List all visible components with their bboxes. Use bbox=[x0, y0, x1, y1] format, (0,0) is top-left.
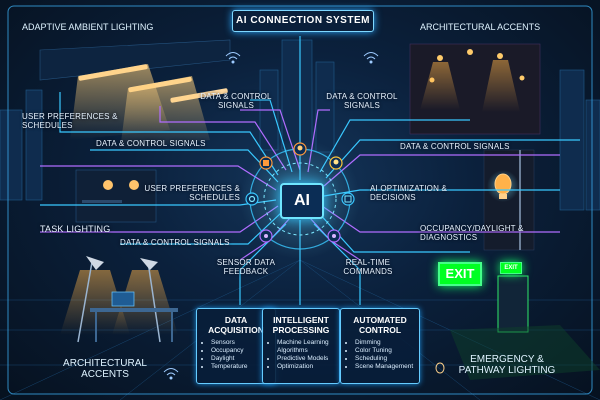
adaptive-ambient-lighting-title: ADAPTIVE AMBIENT LIGHTING bbox=[22, 22, 154, 32]
lightbulb-icon bbox=[487, 170, 519, 202]
list-item: Temperature bbox=[211, 363, 275, 371]
box-title: AUTOMATED CONTROL bbox=[353, 315, 407, 335]
box-intelligent-processing: INTELLIGENT PROCESSING Machine Learning … bbox=[262, 308, 340, 384]
lightbulb-node-icon bbox=[293, 142, 307, 156]
wifi-icon bbox=[163, 368, 179, 380]
wave-node-icon bbox=[327, 229, 341, 243]
box-title: DATA ACQUISITION bbox=[208, 315, 264, 335]
list-item: Occupancy bbox=[211, 347, 275, 355]
list-item: Color Tuning bbox=[355, 347, 419, 355]
label-user-preferences-2: USER PREFERENCES & SCHEDULES bbox=[144, 184, 240, 202]
label-data-control-1: DATA & CONTROL SIGNALS bbox=[200, 92, 272, 110]
label-data-control-right: DATA & CONTROL SIGNALS bbox=[400, 142, 510, 151]
chip-node-icon bbox=[341, 192, 355, 206]
outer-frame bbox=[7, 5, 593, 395]
wifi-icon bbox=[363, 52, 379, 64]
label-data-control-left2: DATA & CONTROL SIGNALS bbox=[120, 238, 230, 247]
label-ai-optimization: AI OPTIMIZATION & DECISIONS bbox=[370, 184, 448, 202]
sensor-node-icon bbox=[259, 229, 273, 243]
architectural-accents-title-top: ARCHITECTURAL ACCENTS bbox=[420, 22, 541, 32]
box-automated-control: AUTOMATED CONTROL Dimming Color Tuning S… bbox=[340, 308, 420, 384]
pathway-glow bbox=[450, 325, 600, 380]
list-item: Scene Management bbox=[355, 363, 419, 371]
task-lighting-room bbox=[75, 169, 157, 223]
label-data-control-left: DATA & CONTROL SIGNALS bbox=[96, 139, 206, 148]
box-list: Machine Learning Algorithms Predictive M… bbox=[263, 339, 339, 371]
list-item: Predictive Models bbox=[277, 355, 339, 363]
exit-sign-small-icon: EXIT bbox=[500, 262, 522, 274]
accent-wall-top-right bbox=[409, 43, 541, 135]
gear-node-icon bbox=[245, 192, 259, 206]
list-item: Daylight bbox=[211, 355, 275, 363]
label-data-control-2: DATA & CONTROL SIGNALS bbox=[326, 92, 398, 110]
brain-node-icon bbox=[259, 156, 273, 170]
label-realtime-commands: REAL-TIME COMMANDS bbox=[343, 258, 393, 276]
exit-sign-icon: EXIT bbox=[438, 262, 482, 286]
box-list: Dimming Color Tuning Scheduling Scene Ma… bbox=[341, 339, 419, 371]
label-sensor-feedback: SENSOR DATA FEEDBACK bbox=[216, 258, 276, 276]
list-item: Sensors bbox=[211, 339, 275, 347]
desk-lamps bbox=[60, 256, 178, 343]
list-item: Dimming bbox=[355, 339, 419, 347]
list-item: Machine Learning Algorithms bbox=[277, 339, 339, 355]
box-title: INTELLIGENT PROCESSING bbox=[272, 315, 330, 335]
bulb-small-icon bbox=[435, 362, 445, 374]
label-occupancy: OCCUPANCY/DAYLIGHT & DIAGNOSTICS bbox=[420, 224, 524, 242]
label-user-preferences-1: USER PREFERENCES & SCHEDULES bbox=[22, 112, 118, 130]
bulb-node-icon bbox=[329, 156, 343, 170]
box-list: Sensors Occupancy Daylight Temperature bbox=[197, 339, 275, 371]
list-item: Scheduling bbox=[355, 355, 419, 363]
wifi-icon bbox=[225, 52, 241, 64]
architectural-accents-title-bottom: ARCHITECTURAL ACCENTS bbox=[63, 358, 147, 380]
hub-nodes bbox=[245, 142, 355, 243]
page-title: AI CONNECTION SYSTEM bbox=[232, 10, 374, 32]
emergency-pathway-title: EMERGENCY & PATHWAY LIGHTING bbox=[458, 354, 556, 376]
ai-core-chip: AI bbox=[280, 183, 324, 219]
label-task-lighting: TASK LIGHTING bbox=[40, 224, 111, 234]
list-item: Optimization bbox=[277, 363, 339, 371]
